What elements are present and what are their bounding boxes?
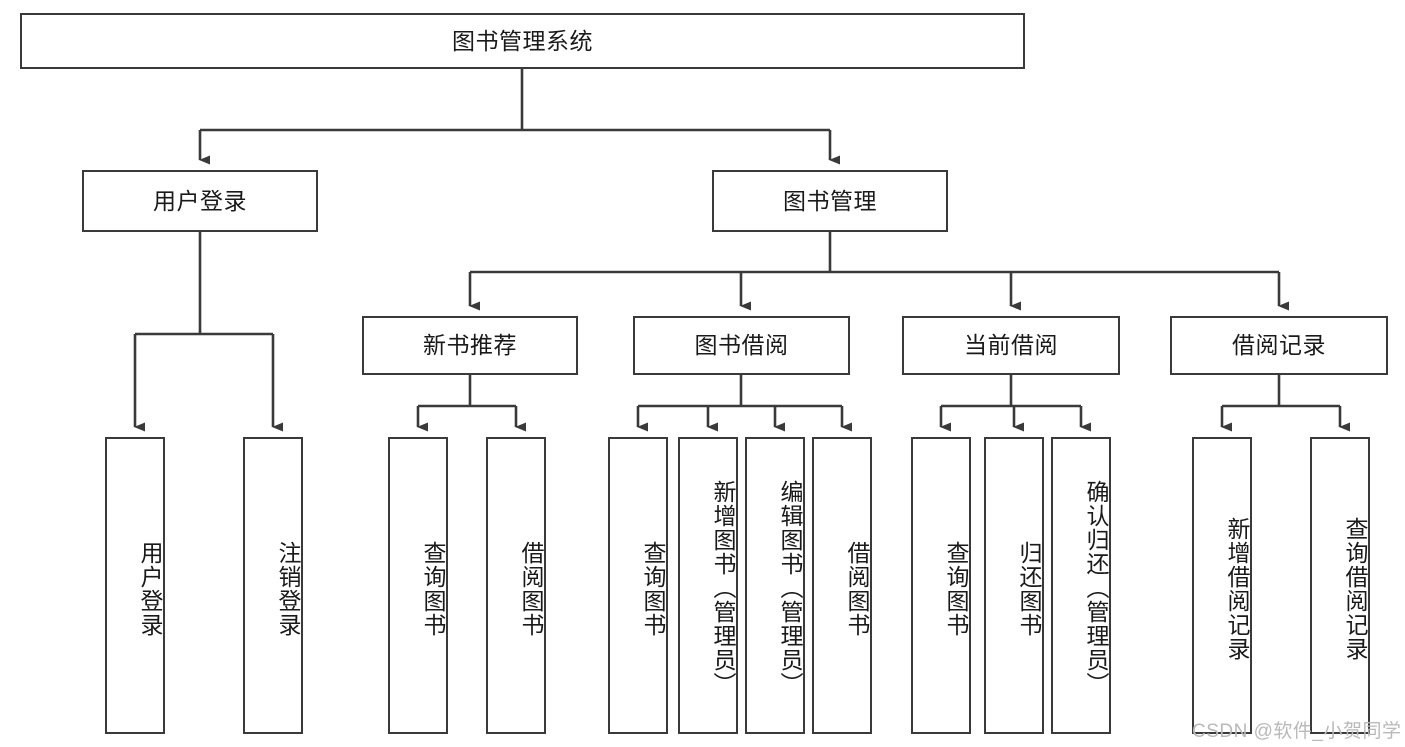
node-leaf-confirm-return[interactable]: 确认归还（管理员）: [1051, 437, 1111, 734]
watermark: CSDN @软件_小贺同学: [1192, 721, 1402, 742]
node-leaf-logout-label: 注销登录: [275, 540, 301, 637]
node-new-book-recommend[interactable]: 新书推荐: [362, 316, 578, 375]
node-current-borrow[interactable]: 当前借阅: [902, 316, 1120, 375]
node-root-label: 图书管理系统: [452, 27, 593, 54]
node-leaf-edit-book-label: 编辑图书（管理员）: [777, 479, 803, 696]
node-root[interactable]: 图书管理系统: [20, 13, 1025, 69]
node-book-manage-label: 图书管理: [783, 187, 877, 214]
node-user-login[interactable]: 用户登录: [82, 170, 318, 232]
node-leaf-borrow-book-2-label: 借阅图书: [844, 540, 870, 637]
node-leaf-return-book-label: 归还图书: [1016, 540, 1042, 637]
node-book-manage[interactable]: 图书管理: [712, 170, 948, 232]
node-leaf-query-book-3[interactable]: 查询图书: [911, 437, 971, 734]
node-leaf-add-book-label: 新增图书（管理员）: [710, 479, 736, 696]
node-leaf-query-record-label: 查询借阅记录: [1342, 516, 1368, 661]
node-leaf-confirm-return-label: 确认归还（管理员）: [1083, 479, 1109, 696]
node-leaf-query-book-1[interactable]: 查询图书: [388, 437, 448, 734]
node-book-borrow[interactable]: 图书借阅: [633, 316, 850, 375]
node-leaf-query-book-2[interactable]: 查询图书: [608, 437, 668, 734]
node-book-borrow-label: 图书借阅: [694, 332, 789, 359]
node-leaf-borrow-book-2[interactable]: 借阅图书: [812, 437, 872, 734]
node-borrow-record[interactable]: 借阅记录: [1170, 316, 1388, 375]
node-leaf-user-login-label: 用户登录: [137, 540, 163, 637]
node-leaf-query-book-2-label: 查询图书: [640, 540, 666, 637]
node-borrow-record-label: 借阅记录: [1232, 332, 1326, 359]
node-leaf-return-book[interactable]: 归还图书: [984, 437, 1044, 734]
node-leaf-query-record[interactable]: 查询借阅记录: [1310, 437, 1370, 734]
node-leaf-borrow-book-1[interactable]: 借阅图书: [486, 437, 546, 734]
node-leaf-user-login[interactable]: 用户登录: [105, 437, 165, 734]
node-leaf-add-record[interactable]: 新增借阅记录: [1192, 437, 1252, 734]
node-leaf-add-record-label: 新增借阅记录: [1224, 516, 1250, 661]
node-leaf-query-book-1-label: 查询图书: [420, 540, 446, 637]
node-leaf-logout[interactable]: 注销登录: [243, 437, 303, 734]
node-user-login-label: 用户登录: [153, 187, 247, 214]
node-current-borrow-label: 当前借阅: [964, 332, 1058, 359]
node-leaf-borrow-book-1-label: 借阅图书: [518, 540, 544, 637]
node-new-book-recommend-label: 新书推荐: [423, 332, 517, 359]
node-leaf-add-book[interactable]: 新增图书（管理员）: [678, 437, 738, 734]
node-leaf-query-book-3-label: 查询图书: [943, 540, 969, 637]
node-leaf-edit-book[interactable]: 编辑图书（管理员）: [745, 437, 805, 734]
